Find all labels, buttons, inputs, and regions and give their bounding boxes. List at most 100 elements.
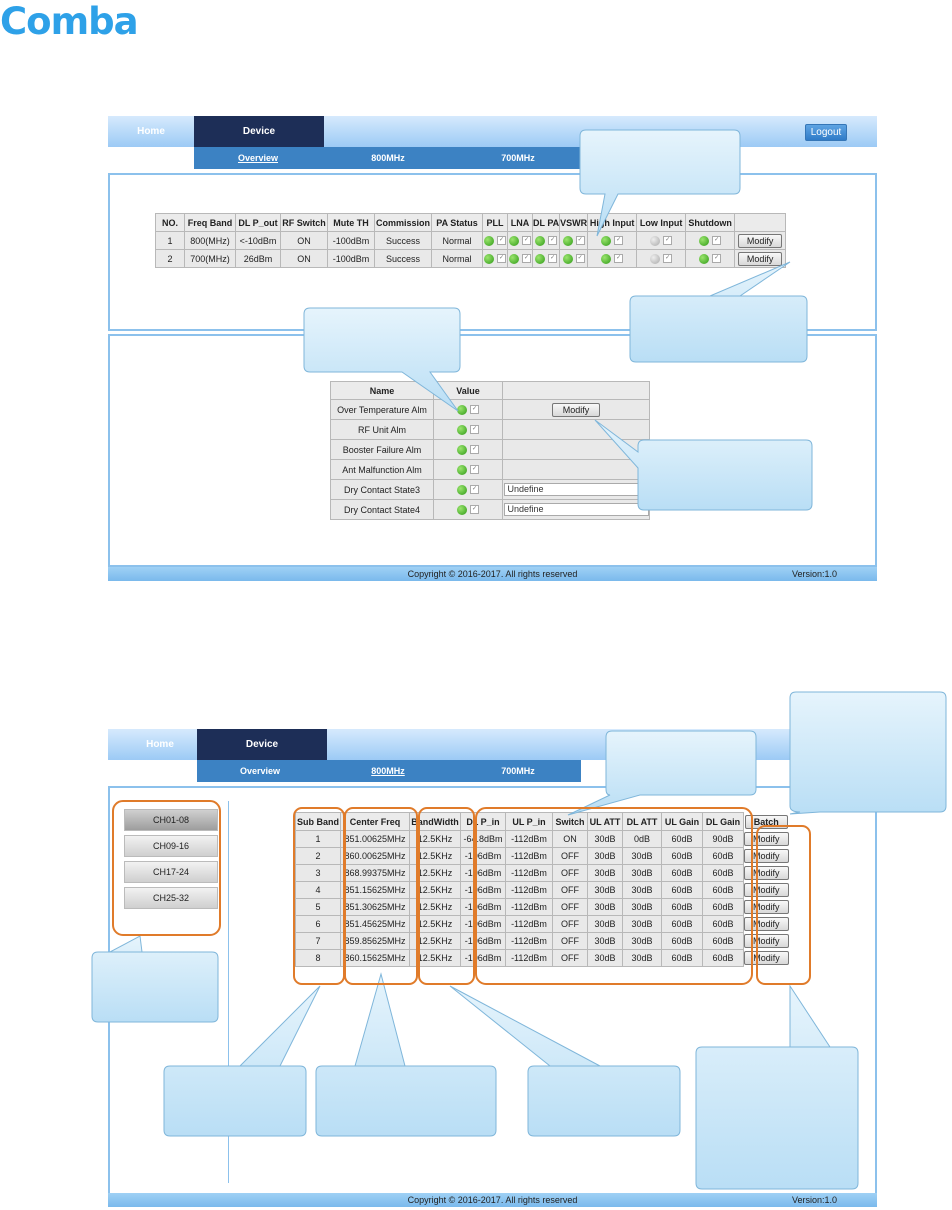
tab-700mhz[interactable]: 700MHz — [501, 766, 535, 776]
enable-checkbox[interactable]: ✓ — [470, 425, 479, 435]
subband-cell: 30dB — [587, 830, 623, 848]
action-cell: Modify — [743, 830, 790, 848]
subband-cell: -112dBm — [505, 864, 553, 882]
subband-cell: -112dBm — [505, 898, 553, 916]
channel-group-button[interactable]: CH17-24 — [124, 861, 218, 883]
nav-device-tab[interactable]: Device — [197, 729, 327, 760]
tab-overview[interactable]: Overview — [239, 766, 281, 776]
band-cell: -100dBm — [327, 249, 375, 268]
band-cell: -100dBm — [327, 231, 375, 250]
tab-800mhz[interactable]: 800MHz — [371, 766, 405, 776]
subband-col-9: DL Gain — [702, 812, 744, 831]
enable-checkbox[interactable]: ✓ — [663, 254, 673, 264]
enable-checkbox[interactable]: ✓ — [548, 254, 558, 264]
subband-col-5: Switch — [552, 812, 588, 831]
subband-cell: 60dB — [661, 915, 703, 933]
nav-home-tab[interactable]: Home — [137, 126, 165, 137]
channel-group-button[interactable]: CH01-08 — [124, 809, 218, 831]
status-led-icon — [562, 253, 573, 264]
subband-cell: 60dB — [661, 949, 703, 967]
callout-modify-alarm — [594, 419, 813, 511]
logout-button[interactable]: Logout — [805, 124, 847, 141]
enable-checkbox[interactable]: ✓ — [712, 236, 722, 246]
subband-cell: 851.30625MHz — [340, 898, 410, 916]
callout-bandwidth — [449, 985, 681, 1137]
tab-800mhz[interactable]: 800MHz — [371, 153, 405, 163]
enable-checkbox[interactable]: ✓ — [614, 254, 624, 264]
version-text: Version:1.0 — [791, 569, 837, 579]
sub-nav-bar — [194, 147, 664, 169]
enable-checkbox[interactable]: ✓ — [470, 445, 479, 455]
modify-button[interactable]: Modify — [737, 233, 783, 248]
action-cell: Modify — [743, 847, 790, 865]
subband-cell: 30dB — [587, 864, 623, 882]
enable-checkbox[interactable]: ✓ — [575, 236, 585, 246]
subband-cell: 30dB — [622, 949, 662, 967]
band-cell: 1 — [155, 231, 185, 250]
subband-cell: 12.5KHz — [409, 881, 461, 899]
led-cell: ✓ — [482, 231, 508, 250]
band-col-10: VSWR — [559, 213, 589, 232]
enable-checkbox[interactable]: ✓ — [575, 254, 585, 264]
callout-alarm-value — [303, 307, 461, 412]
enable-checkbox[interactable]: ✓ — [497, 254, 506, 264]
modify-button[interactable]: Modify — [744, 832, 789, 846]
action-cell: Modify — [743, 949, 790, 967]
status-led-icon — [699, 253, 710, 264]
status-led-icon — [484, 253, 494, 264]
col-name: Name — [330, 381, 434, 400]
subband-cell: 60dB — [702, 881, 744, 899]
enable-checkbox[interactable]: ✓ — [470, 505, 479, 515]
alarm-name: Booster Failure Alm — [330, 439, 434, 460]
enable-checkbox[interactable]: ✓ — [614, 236, 624, 246]
subband-col-0: Sub Band — [295, 812, 341, 831]
nav-home-tab[interactable]: Home — [146, 739, 174, 750]
led-cell: ✓ — [636, 231, 687, 250]
subband-cell: 1 — [295, 830, 341, 848]
modify-button[interactable]: Modify — [744, 951, 789, 965]
subband-cell: 60dB — [661, 830, 703, 848]
enable-checkbox[interactable]: ✓ — [522, 254, 531, 264]
led-cell: ✓ — [559, 231, 589, 250]
alarm-row: Booster Failure Alm ✓ — [330, 439, 650, 460]
enable-checkbox[interactable]: ✓ — [497, 236, 506, 246]
modify-button[interactable]: Modify — [744, 917, 789, 931]
band-cell: Normal — [431, 249, 483, 268]
channel-group-button[interactable]: CH09-16 — [124, 835, 218, 857]
modify-button[interactable]: Modify — [744, 934, 789, 948]
subband-col-8: UL Gain — [661, 812, 703, 831]
modify-button[interactable]: Modify — [744, 883, 789, 897]
enable-checkbox[interactable]: ✓ — [522, 236, 531, 246]
tab-700mhz[interactable]: 700MHz — [501, 153, 535, 163]
enable-checkbox[interactable]: ✓ — [663, 236, 673, 246]
enable-checkbox[interactable]: ✓ — [470, 465, 479, 475]
tab-overview[interactable]: Overview — [237, 153, 279, 163]
nav-device-tab[interactable]: Device — [194, 116, 324, 147]
band-col-0: NO. — [155, 213, 185, 232]
status-led-icon — [457, 424, 467, 435]
action-cell: Modify — [743, 864, 790, 882]
enable-checkbox[interactable]: ✓ — [470, 485, 479, 495]
modify-button[interactable]: Modify — [744, 900, 789, 914]
comba-logo: Comba — [0, 0, 139, 43]
subband-cell: -106dBm — [460, 881, 506, 899]
band-col-9: DL PA — [531, 213, 561, 232]
modify-button[interactable]: Modify — [744, 866, 789, 880]
channel-group-button[interactable]: CH25-32 — [124, 887, 218, 909]
modify-button[interactable]: Modify — [744, 849, 789, 863]
modify-button[interactable]: Modify — [551, 402, 601, 417]
enable-checkbox[interactable]: ✓ — [712, 254, 722, 264]
led-cell: ✓ — [636, 249, 687, 268]
modify-button[interactable]: Modify — [737, 251, 783, 266]
subband-cell: 30dB — [587, 898, 623, 916]
alarm-value: ✓ — [433, 439, 503, 460]
alarm-value: ✓ — [433, 419, 503, 440]
enable-checkbox[interactable]: ✓ — [548, 236, 558, 246]
alarm-name: Ant Malfunction Alm — [330, 459, 434, 480]
callout-modify-column — [695, 984, 859, 1190]
led-cell: ✓ — [531, 231, 561, 250]
enable-checkbox[interactable]: ✓ — [470, 405, 479, 415]
